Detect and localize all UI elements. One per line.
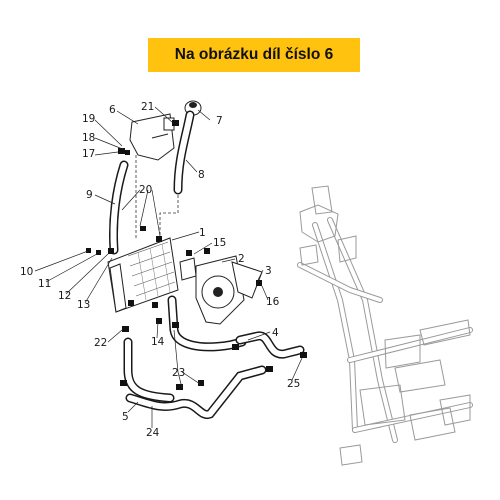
callout-7: 7 [216,115,223,127]
callout-6: 6 [109,104,116,116]
part-number-banner: Na obrázku díl číslo 6 [148,38,360,72]
scooter-frame [297,185,473,466]
callout-9: 9 [86,189,93,201]
leader-lines [34,106,303,428]
callout-13: 13 [77,299,90,311]
callout-5: 5 [122,411,129,423]
callout-17: 17 [82,148,95,160]
callout-11: 11 [38,278,51,290]
callout-20: 20 [139,184,152,196]
cooling-fan [179,255,263,325]
banner-text: Na obrázku díl číslo 6 [174,46,334,63]
callout-14: 14 [151,336,165,348]
callout-24: 24 [146,427,160,439]
callout-18: 18 [82,132,95,144]
callout-3: 3 [265,265,272,277]
callout-12: 12 [58,290,71,302]
radiator-hose-9 [109,160,129,255]
callout-23: 23 [172,367,185,379]
callout-22: 22 [94,337,107,349]
callout-19: 19 [82,113,95,125]
callout-15: 15 [213,237,226,249]
callout-21: 21 [141,101,154,113]
callout-labels: 1 2 3 4 5 6 7 8 9 10 11 12 13 14 15 16 1… [20,101,300,439]
callout-4: 4 [272,327,279,339]
callout-8: 8 [198,169,205,181]
callout-1: 1 [199,227,206,239]
coolant-hoses [123,295,305,420]
callout-25: 25 [287,378,300,390]
radiator [107,237,179,313]
overflow-hose [173,110,195,195]
callout-10: 10 [20,266,33,278]
clamps-and-fasteners [86,120,307,390]
callout-2: 2 [238,253,245,265]
callout-16: 16 [266,296,280,308]
